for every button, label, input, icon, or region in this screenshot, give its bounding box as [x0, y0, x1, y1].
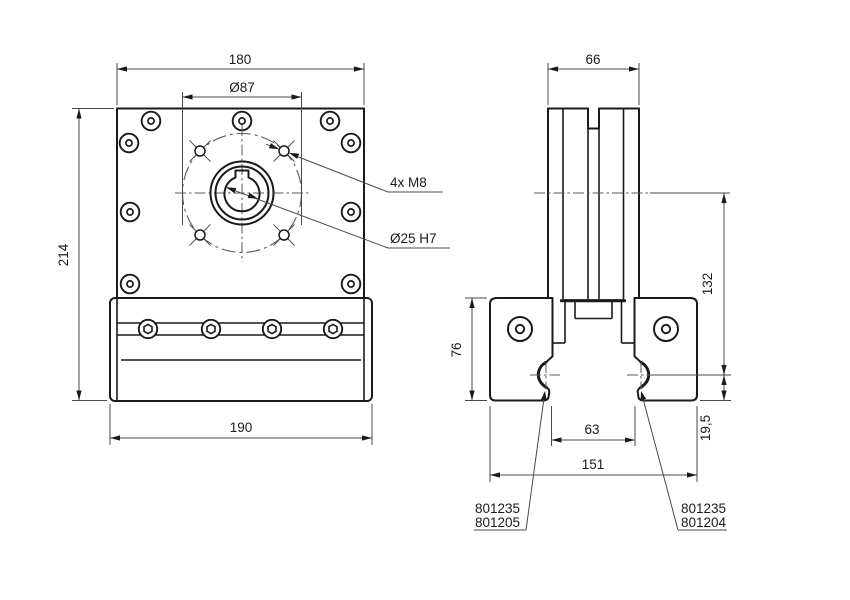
face-bolt — [140, 110, 162, 132]
label-mounting-holes: 4x M8 — [390, 175, 427, 190]
clamp-screw — [200, 318, 222, 340]
front-view — [109, 107, 373, 402]
block-bolt-left — [507, 316, 533, 342]
column-outline — [547, 107, 640, 299]
dim-center-to-groove: 132 — [700, 273, 715, 296]
face-bolt — [119, 201, 141, 223]
face-bolt — [340, 273, 362, 295]
dim-inner-span: 63 — [584, 422, 599, 437]
face-bolt — [118, 132, 140, 154]
front-view-dimensions: 180 Ø87 214 190 4x M8 Ø25 H7 — [56, 52, 450, 445]
dim-groove-to-bottom: 19,5 — [698, 415, 713, 441]
bore-with-keyway — [223, 169, 261, 213]
shaft-recess-circle — [214, 165, 270, 221]
dim-base-width: 190 — [230, 420, 253, 435]
part-number-left-line2: 801205 — [475, 515, 520, 530]
part-number-right-line2: 801204 — [681, 515, 727, 530]
face-bolt — [319, 110, 341, 132]
block-bolt-right — [653, 316, 679, 342]
clamp-base-outline — [109, 297, 373, 402]
part-number-left-line1: 801235 — [475, 501, 520, 516]
dim-bolt-circle-diameter: Ø87 — [229, 80, 255, 95]
clamp-screw — [322, 318, 344, 340]
face-bolt — [340, 201, 362, 223]
dim-body-width: 180 — [229, 52, 252, 67]
part-callouts: 801235 801205 801235 801204 — [474, 391, 727, 531]
clamp-screw — [261, 318, 283, 340]
side-view — [489, 107, 698, 402]
side-view-dimensions: 66 76 132 19,5 63 151 — [449, 52, 731, 482]
face-bolt — [119, 273, 141, 295]
face-bolt — [340, 132, 362, 154]
shaft-boss-circle — [209, 160, 275, 226]
dim-overall-height: 214 — [56, 243, 71, 266]
clamp-screw — [137, 318, 159, 340]
dim-outer-span: 151 — [582, 457, 605, 472]
label-bore: Ø25 H7 — [390, 231, 437, 246]
part-number-right-line1: 801235 — [681, 501, 726, 516]
gearbox-body-outline — [116, 107, 365, 300]
dim-column-width: 66 — [585, 52, 600, 67]
dim-block-height: 76 — [449, 342, 464, 357]
